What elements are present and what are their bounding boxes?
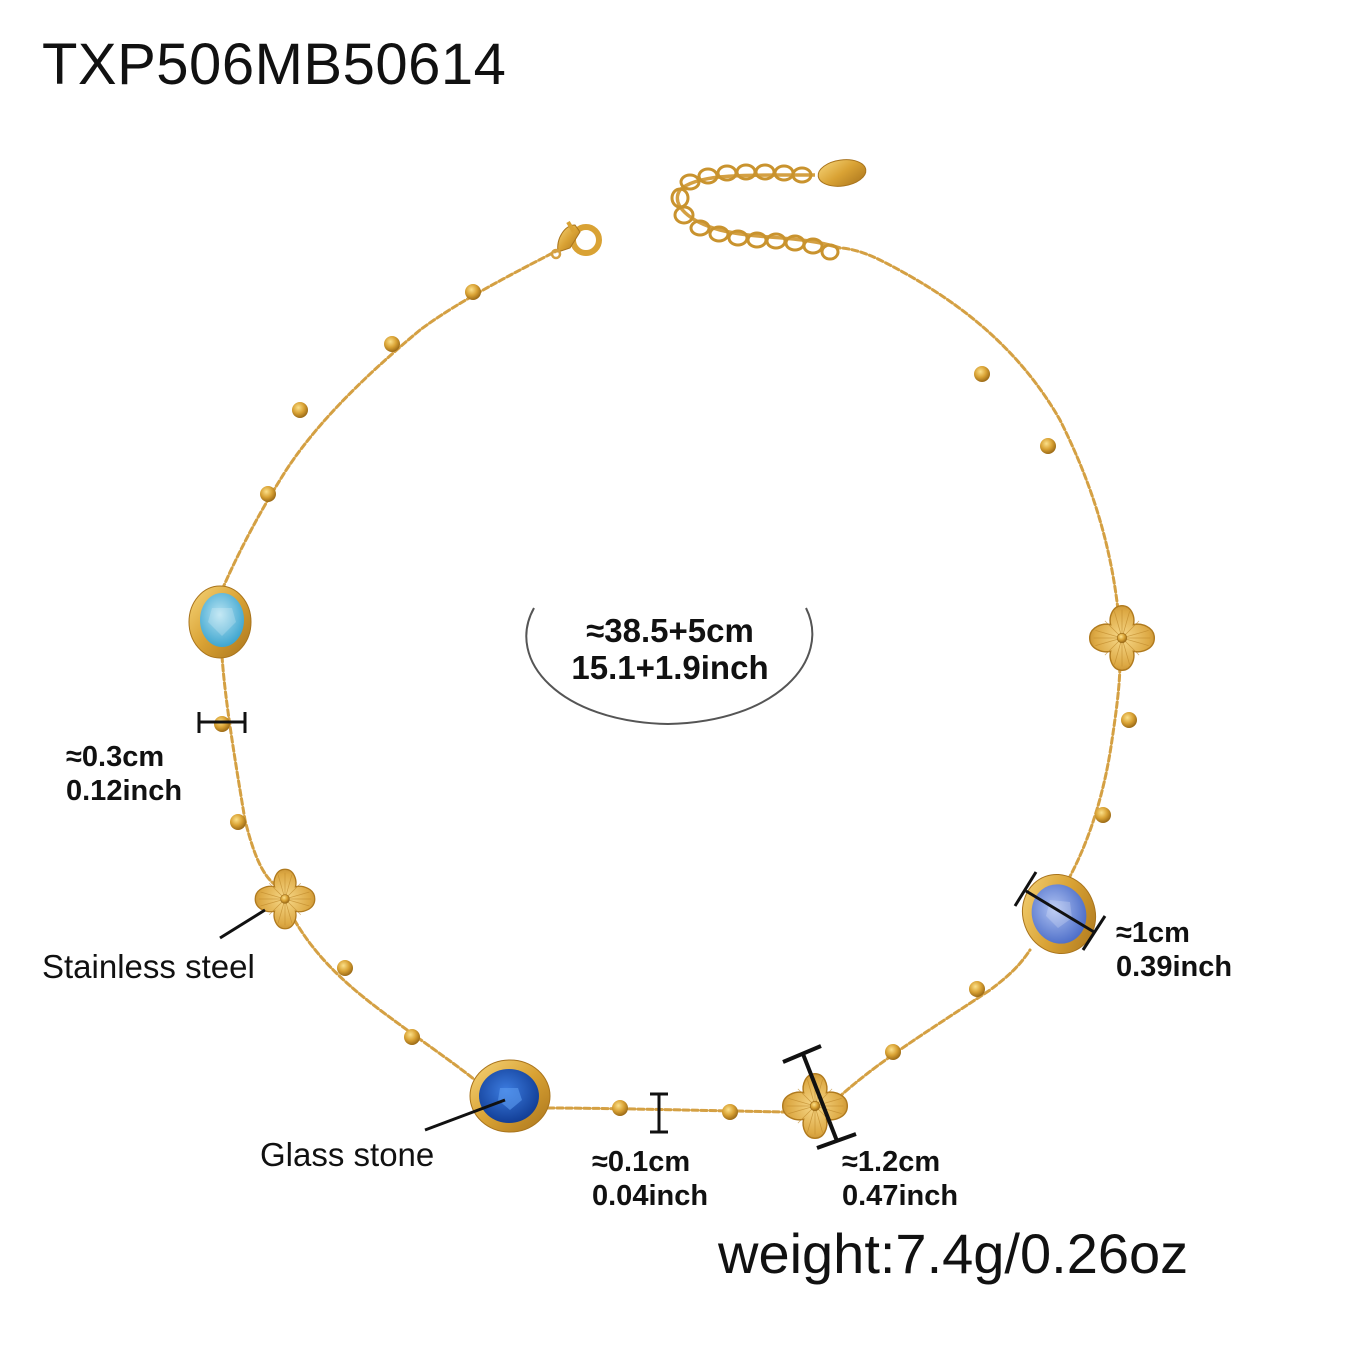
beads — [214, 284, 1137, 1120]
chain-width-inch: 0.04inch — [592, 1180, 709, 1212]
lobster-clasp — [550, 220, 602, 260]
bead-gap-inch: 0.12inch — [66, 775, 183, 807]
glass-stone-periwinkle — [1022, 873, 1096, 955]
length-cm: ≈38.5+5cm — [586, 612, 754, 649]
length-dimension: ≈38.5+5cm 15.1+1.9inch — [520, 612, 820, 686]
material-label-glass: Glass stone — [260, 1136, 435, 1173]
product-sku: TXP506MB50614 — [42, 32, 507, 97]
extender-links — [670, 163, 840, 261]
length-ellipse — [525, 607, 814, 726]
clover-size-inch: 0.47inch — [842, 1180, 959, 1212]
material-label-steel: Stainless steel — [42, 948, 255, 985]
stone-size-dimension: ≈1cm 0.39inch — [1116, 916, 1232, 984]
clover-charm-right — [1088, 604, 1156, 672]
callout-line-steel — [219, 908, 266, 940]
length-inch: 15.1+1.9inch — [571, 649, 769, 686]
glass-stone-royal-blue — [469, 1059, 551, 1133]
extender-chain — [675, 173, 841, 250]
dimension-markers — [197, 712, 1107, 1150]
chain — [220, 243, 1122, 1114]
brand-tag — [817, 159, 867, 187]
glass-stone-aqua — [188, 585, 252, 659]
chain-width-dimension: ≈0.1cm 0.04inch — [592, 1145, 708, 1213]
clover-size-cm: ≈1.2cm — [842, 1146, 941, 1178]
clover-charm-left — [254, 868, 316, 930]
product-weight: weight:7.4g/0.26oz — [718, 1222, 1189, 1285]
stone-size-cm: ≈1cm — [1116, 917, 1190, 949]
chain-width-cm: ≈0.1cm — [592, 1146, 691, 1178]
bead-gap-cm: ≈0.3cm — [66, 741, 165, 773]
bead-gap-dimension: ≈0.3cm 0.12inch — [66, 740, 182, 808]
callout-line-glass — [424, 1098, 506, 1132]
stone-size-inch: 0.39inch — [1116, 951, 1233, 983]
clover-size-dimension: ≈1.2cm 0.47inch — [842, 1145, 958, 1213]
